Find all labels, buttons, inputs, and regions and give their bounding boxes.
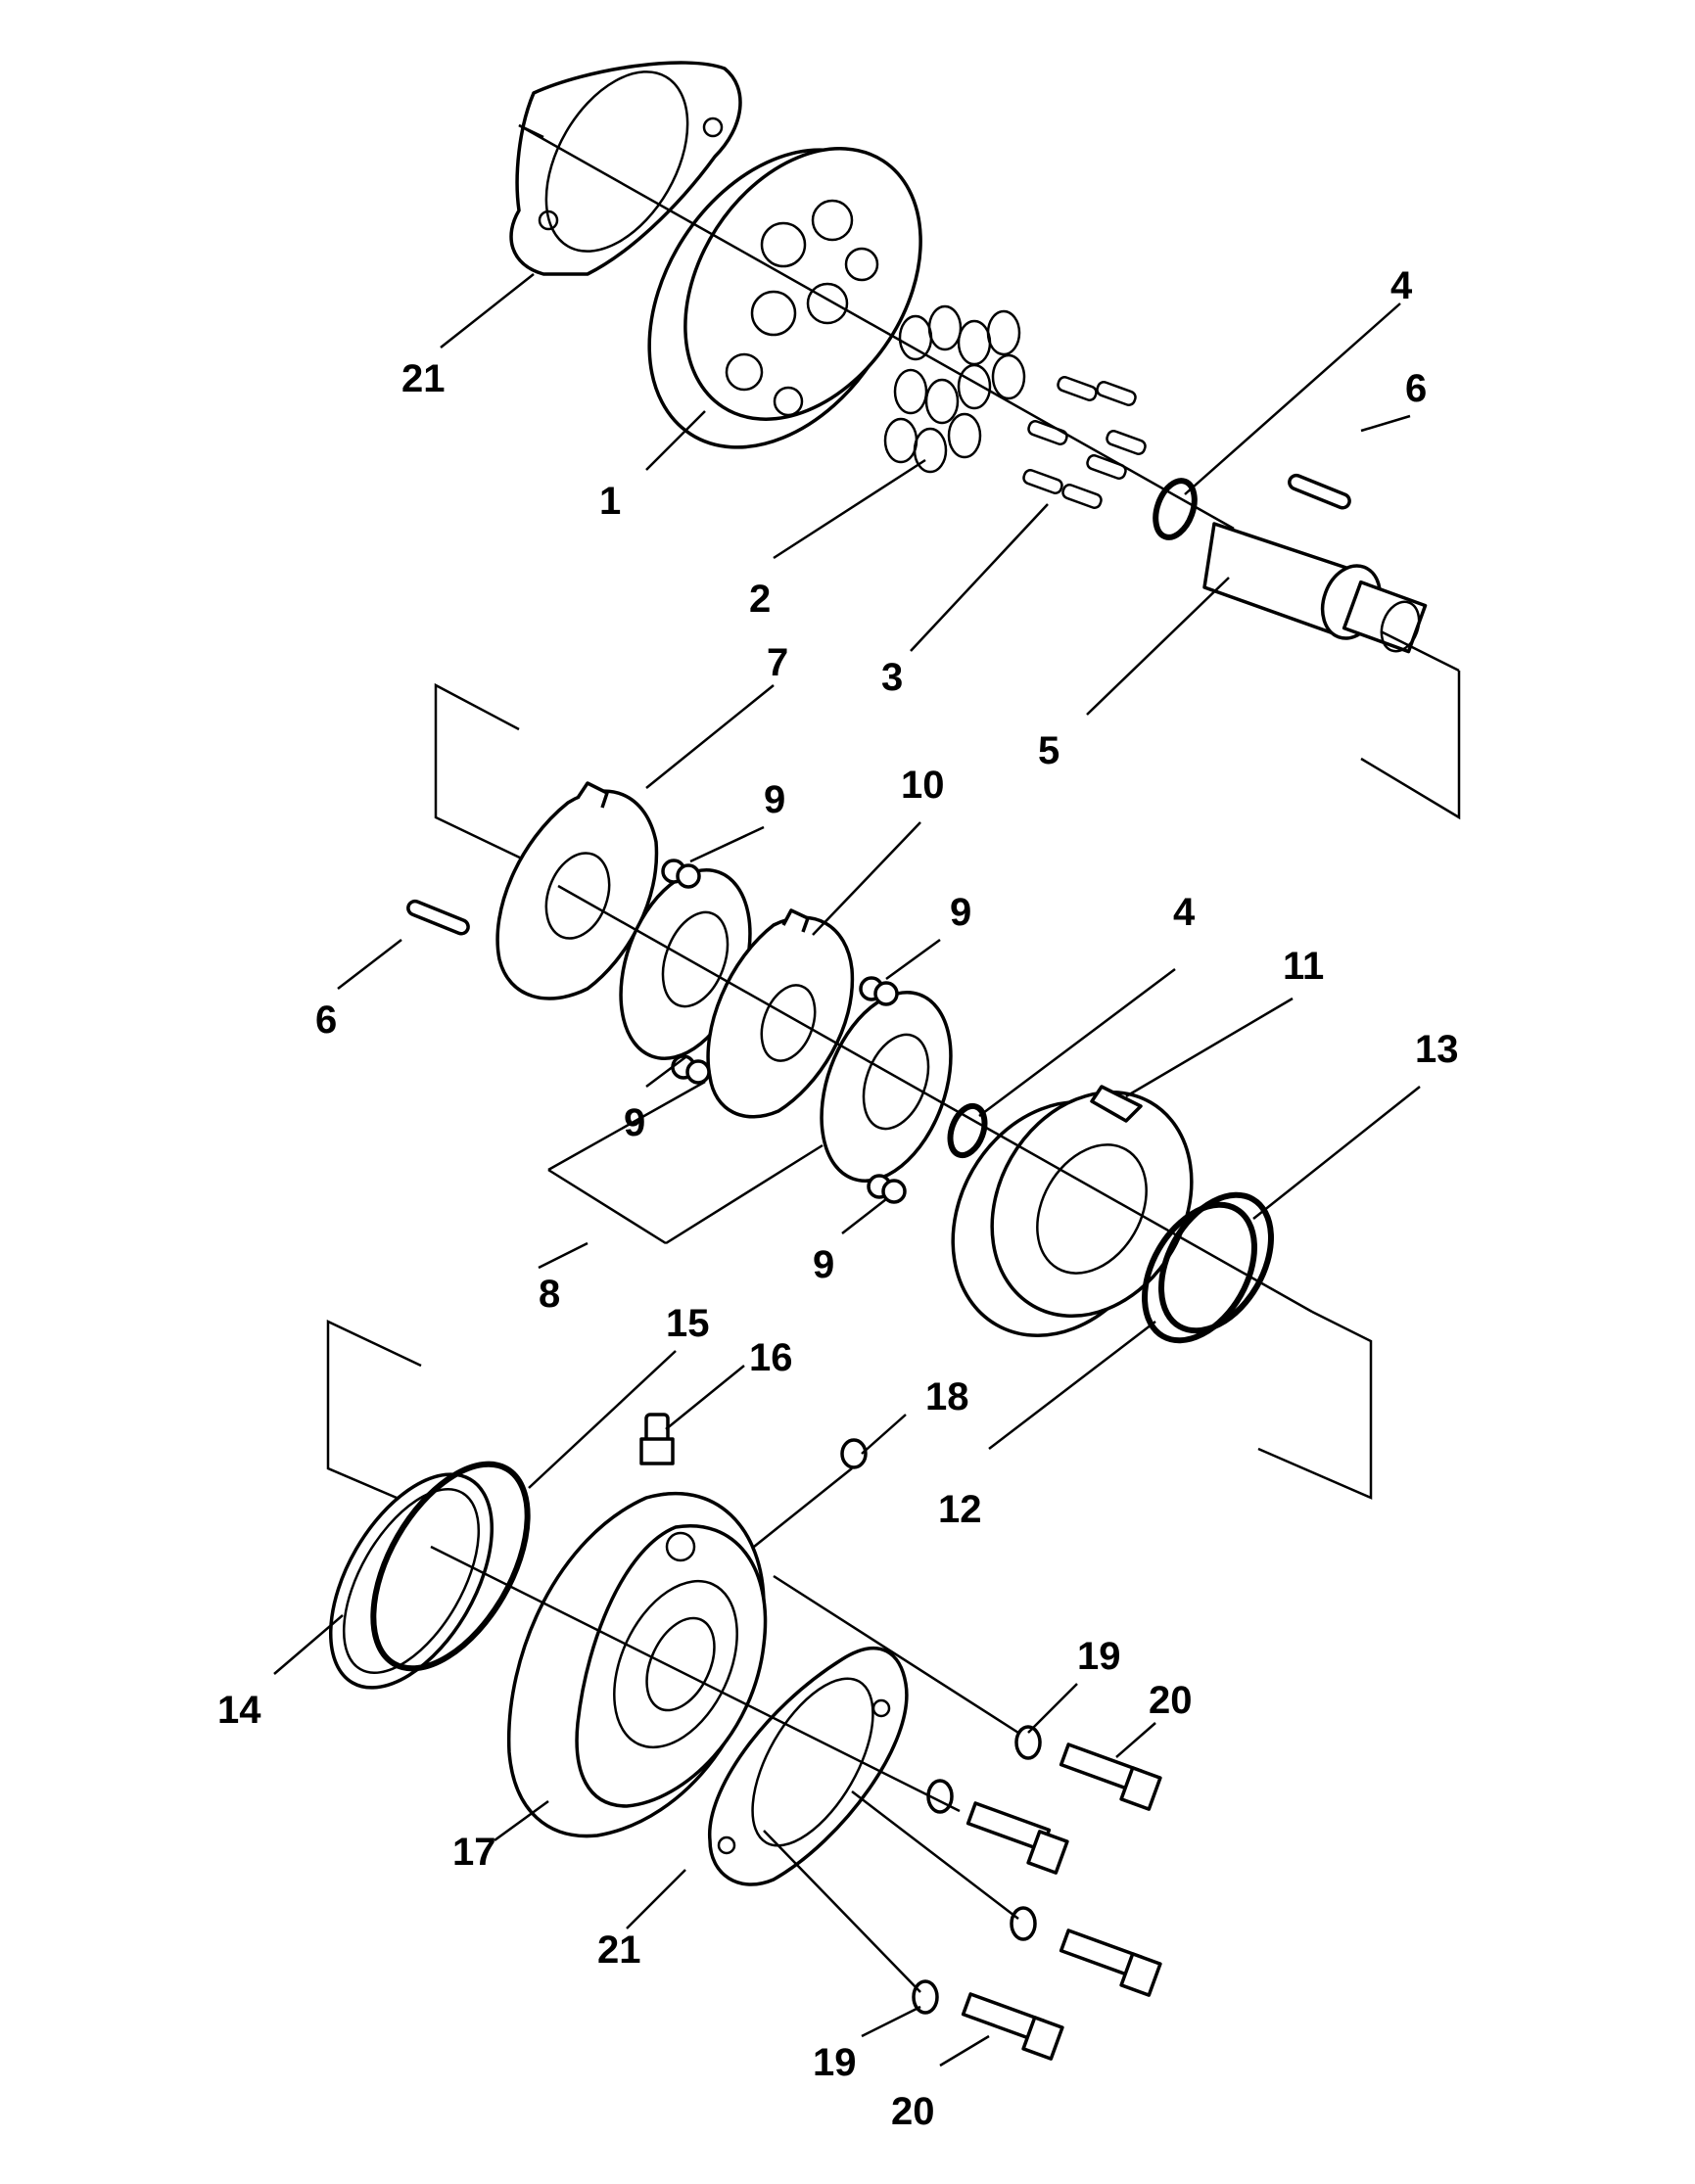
callout-7: 7 [767, 641, 788, 684]
washer-c [1010, 1906, 1037, 1941]
snap-ring-mid [947, 1102, 988, 1159]
gasket-top [509, 61, 742, 276]
callout-21-top: 21 [401, 357, 446, 400]
vent-plug [840, 1438, 868, 1469]
callout-18: 18 [925, 1375, 969, 1418]
dowel-pin-right [1288, 473, 1351, 510]
bolt-c [1059, 1928, 1162, 1997]
callout-3: 3 [881, 656, 903, 699]
callout-2: 2 [749, 578, 771, 621]
callout-9-a: 9 [764, 778, 785, 821]
callout-13: 13 [1415, 1028, 1459, 1071]
callout-11: 11 [1283, 945, 1324, 988]
callout-6-left: 6 [315, 999, 337, 1042]
callout-19-a: 19 [1077, 1635, 1121, 1678]
snap-ring-top [1153, 478, 1198, 540]
gasket-bottom [708, 1647, 909, 1886]
callout-9-c: 9 [624, 1101, 645, 1144]
callout-1: 1 [599, 480, 621, 523]
callout-12: 12 [938, 1488, 982, 1531]
callout-21-bottom: 21 [597, 1928, 641, 1972]
bolt-d [961, 1992, 1064, 2061]
callout-20-b: 20 [891, 2090, 935, 2133]
callout-17: 17 [452, 1831, 496, 1874]
pressure-plate-7 [495, 781, 659, 1000]
callout-10: 10 [901, 764, 945, 807]
callout-8: 8 [539, 1273, 560, 1316]
dowel-pin-left [406, 899, 470, 936]
callout-5: 5 [1038, 729, 1059, 772]
bolt-b [965, 1801, 1069, 1875]
drive-shaft [1202, 522, 1428, 654]
lip-seal-inner [370, 1461, 531, 1672]
washer-d [912, 1979, 939, 2015]
pump-housing [647, 147, 922, 449]
callout-20-a: 20 [1149, 1679, 1193, 1722]
washer-a [1014, 1725, 1042, 1760]
callout-19-b: 19 [813, 2041, 857, 2084]
callout-6-right: 6 [1405, 367, 1427, 410]
callout-14: 14 [217, 1689, 261, 1732]
seal-ring-inner [1142, 1201, 1257, 1344]
piston [951, 1085, 1194, 1337]
callout-9-d: 9 [813, 1243, 834, 1286]
leader-lines [273, 273, 1421, 2068]
callout-9-b: 9 [950, 891, 971, 934]
callout-16: 16 [749, 1336, 793, 1379]
callout-15: 15 [666, 1302, 710, 1345]
pressure-plate-10 [706, 908, 855, 1119]
callout-4-top: 4 [1390, 264, 1413, 307]
spring-set [883, 304, 1026, 474]
lip-seal-outer [328, 1472, 494, 1690]
callout-4-mid: 4 [1173, 891, 1196, 934]
pin-set [1022, 376, 1147, 509]
steel-balls [661, 859, 907, 1204]
bolt-a [1059, 1743, 1162, 1811]
grease-fitting [639, 1413, 675, 1465]
seal-ring-outer [1158, 1191, 1274, 1334]
callout-labels: 21 1 2 3 4 6 5 7 9 10 9 4 11 13 6 9 9 8 … [217, 264, 1459, 2133]
